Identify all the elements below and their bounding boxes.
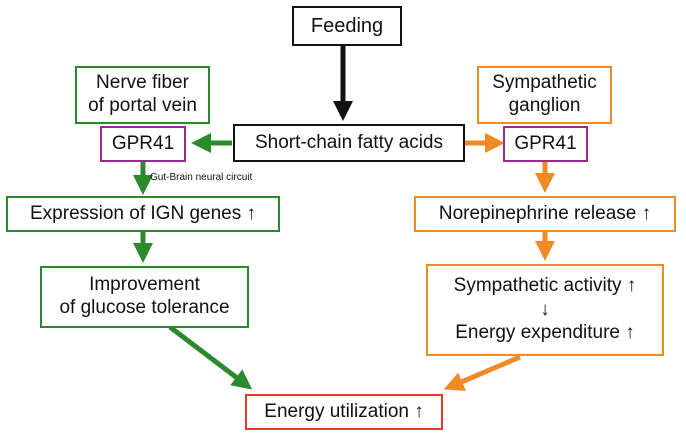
ign-expression-label: Expression of IGN genes ↑ — [30, 202, 256, 224]
gpr41-right-label: GPR41 — [514, 132, 577, 154]
energy-expenditure-label: Energy expenditure ↑ — [455, 321, 635, 343]
sympathetic-ganglion-line-1: Sympathetic — [492, 72, 597, 94]
sympathetic-activity-label: Sympathetic activity ↑ — [453, 275, 637, 297]
energy-utilization-label: Energy utilization ↑ — [264, 400, 424, 422]
gut-brain-label: Gut-Brain neural circuit — [150, 172, 253, 183]
norepinephrine-box: Norepinephrine release ↑ — [414, 196, 676, 232]
glucose-tolerance-box: Improvement of glucose tolerance — [40, 266, 249, 328]
scfa-label: Short-chain fatty acids — [255, 131, 443, 153]
scfa-box: Short-chain fatty acids — [233, 124, 465, 162]
norepinephrine-label: Norepinephrine release ↑ — [438, 202, 652, 224]
arrow-expenditure-to-energy-utilization — [443, 354, 521, 391]
gpr41-right-box: GPR41 — [503, 126, 588, 162]
glucose-line-2: of glucose tolerance — [59, 297, 230, 318]
feeding-box: Feeding — [292, 6, 402, 46]
glucose-line-1: Improvement — [89, 274, 200, 296]
gpr41-left-box: GPR41 — [100, 126, 186, 162]
feeding-label: Feeding — [310, 15, 384, 37]
gpr41-left-label: GPR41 — [111, 132, 175, 154]
energy-utilization-box: Energy utilization ↑ — [245, 394, 443, 430]
sympathetic-activity-box: Sympathetic activity ↑ ↓ Energy expendit… — [426, 264, 664, 356]
nerve-fiber-box: Nerve fiber of portal vein — [75, 66, 210, 124]
nerve-fiber-line-1: Nerve fiber — [96, 72, 189, 94]
down-arrow-glyph: ↓ — [540, 299, 550, 321]
nerve-fiber-line-2: of portal vein — [88, 95, 197, 116]
ign-expression-box: Expression of IGN genes ↑ — [6, 196, 280, 232]
sympathetic-ganglion-box: Sympathetic ganglion — [477, 66, 612, 124]
arrow-glucose-to-energy-utilization — [168, 325, 253, 390]
sympathetic-ganglion-line-2: ganglion — [508, 95, 581, 116]
